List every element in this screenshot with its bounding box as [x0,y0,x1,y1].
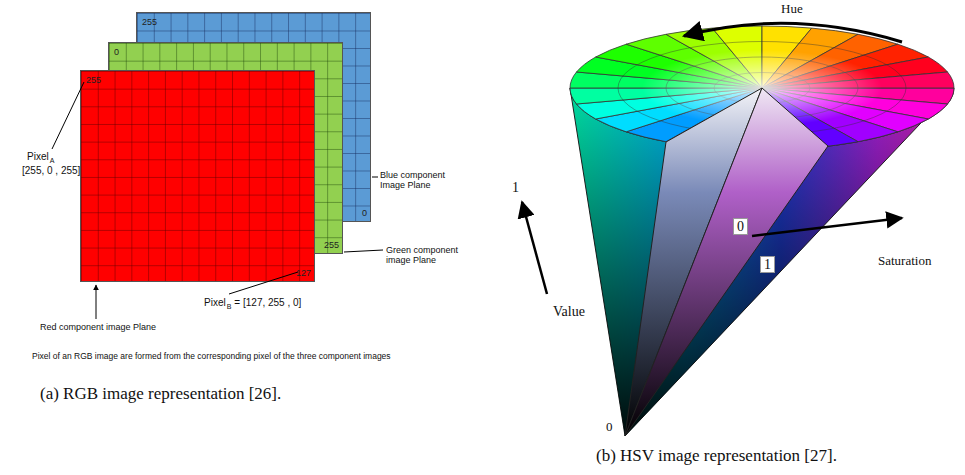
figure-note: Pixel of an RGB image are formed from th… [32,352,391,362]
axis-value: 1 [512,180,519,196]
axis-label: Saturation [878,254,931,269]
pixel-subscript: A [50,157,55,165]
pixel-label: Pixel [27,151,49,163]
pixel-value-list: [255, 0 , 255] [22,165,80,177]
subfigure-caption: (b) HSV image representation [27]. [596,446,837,466]
plane-label: Green component image Plane [386,245,468,266]
plane-label: Blue component Image Plane [380,170,458,191]
subfigure-caption: (a) RGB image representation [26]. [40,384,281,404]
pixel-value: 0 [362,209,367,218]
axis-value: 0 [606,420,613,435]
pixel-value: 0 [114,48,119,57]
pixel-value: 255 [142,18,157,27]
component-plane: 255 127 [80,70,315,282]
axis-value: 1 [760,256,775,273]
pixel-value: 255 [324,241,339,250]
pixel-value: 255 [86,76,101,85]
axis-value: 0 [733,218,748,235]
pixel-value-list: = [127, 255 , 0] [234,297,301,309]
pixel-value: 127 [296,269,311,278]
pixel-label: Pixel [204,297,226,309]
axis-label: Hue [781,2,803,17]
plane-label: Red component image Plane [40,322,156,332]
pixel-subscript: B [227,303,232,311]
axis-label: Value [553,304,585,320]
